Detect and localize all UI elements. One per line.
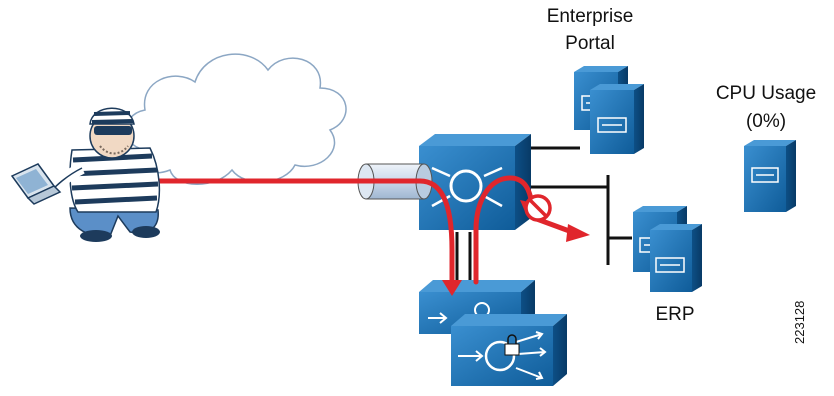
attack-traffic-path (147, 175, 575, 285)
cpu-server-icon (744, 140, 796, 212)
internet-cloud-icon (125, 53, 347, 185)
cpu-usage-label-line1: CPU Usage (715, 83, 817, 104)
enterprise-portal-label-line1: Enterprise (546, 6, 634, 27)
enterprise-portal-label-line2: Portal (565, 33, 615, 54)
erp-label: ERP (655, 304, 695, 325)
figure-id-label: 223128 (792, 300, 807, 344)
ips-appliance-icon (419, 280, 567, 386)
network-links (455, 146, 632, 282)
cpu-usage-label-line2: (0%) (745, 111, 787, 132)
masked-thief-with-laptop-icon (10, 107, 161, 242)
enterprise-portal-server-icon (574, 66, 644, 154)
prohibited-icon (524, 194, 552, 222)
erp-server-icon (633, 206, 702, 292)
